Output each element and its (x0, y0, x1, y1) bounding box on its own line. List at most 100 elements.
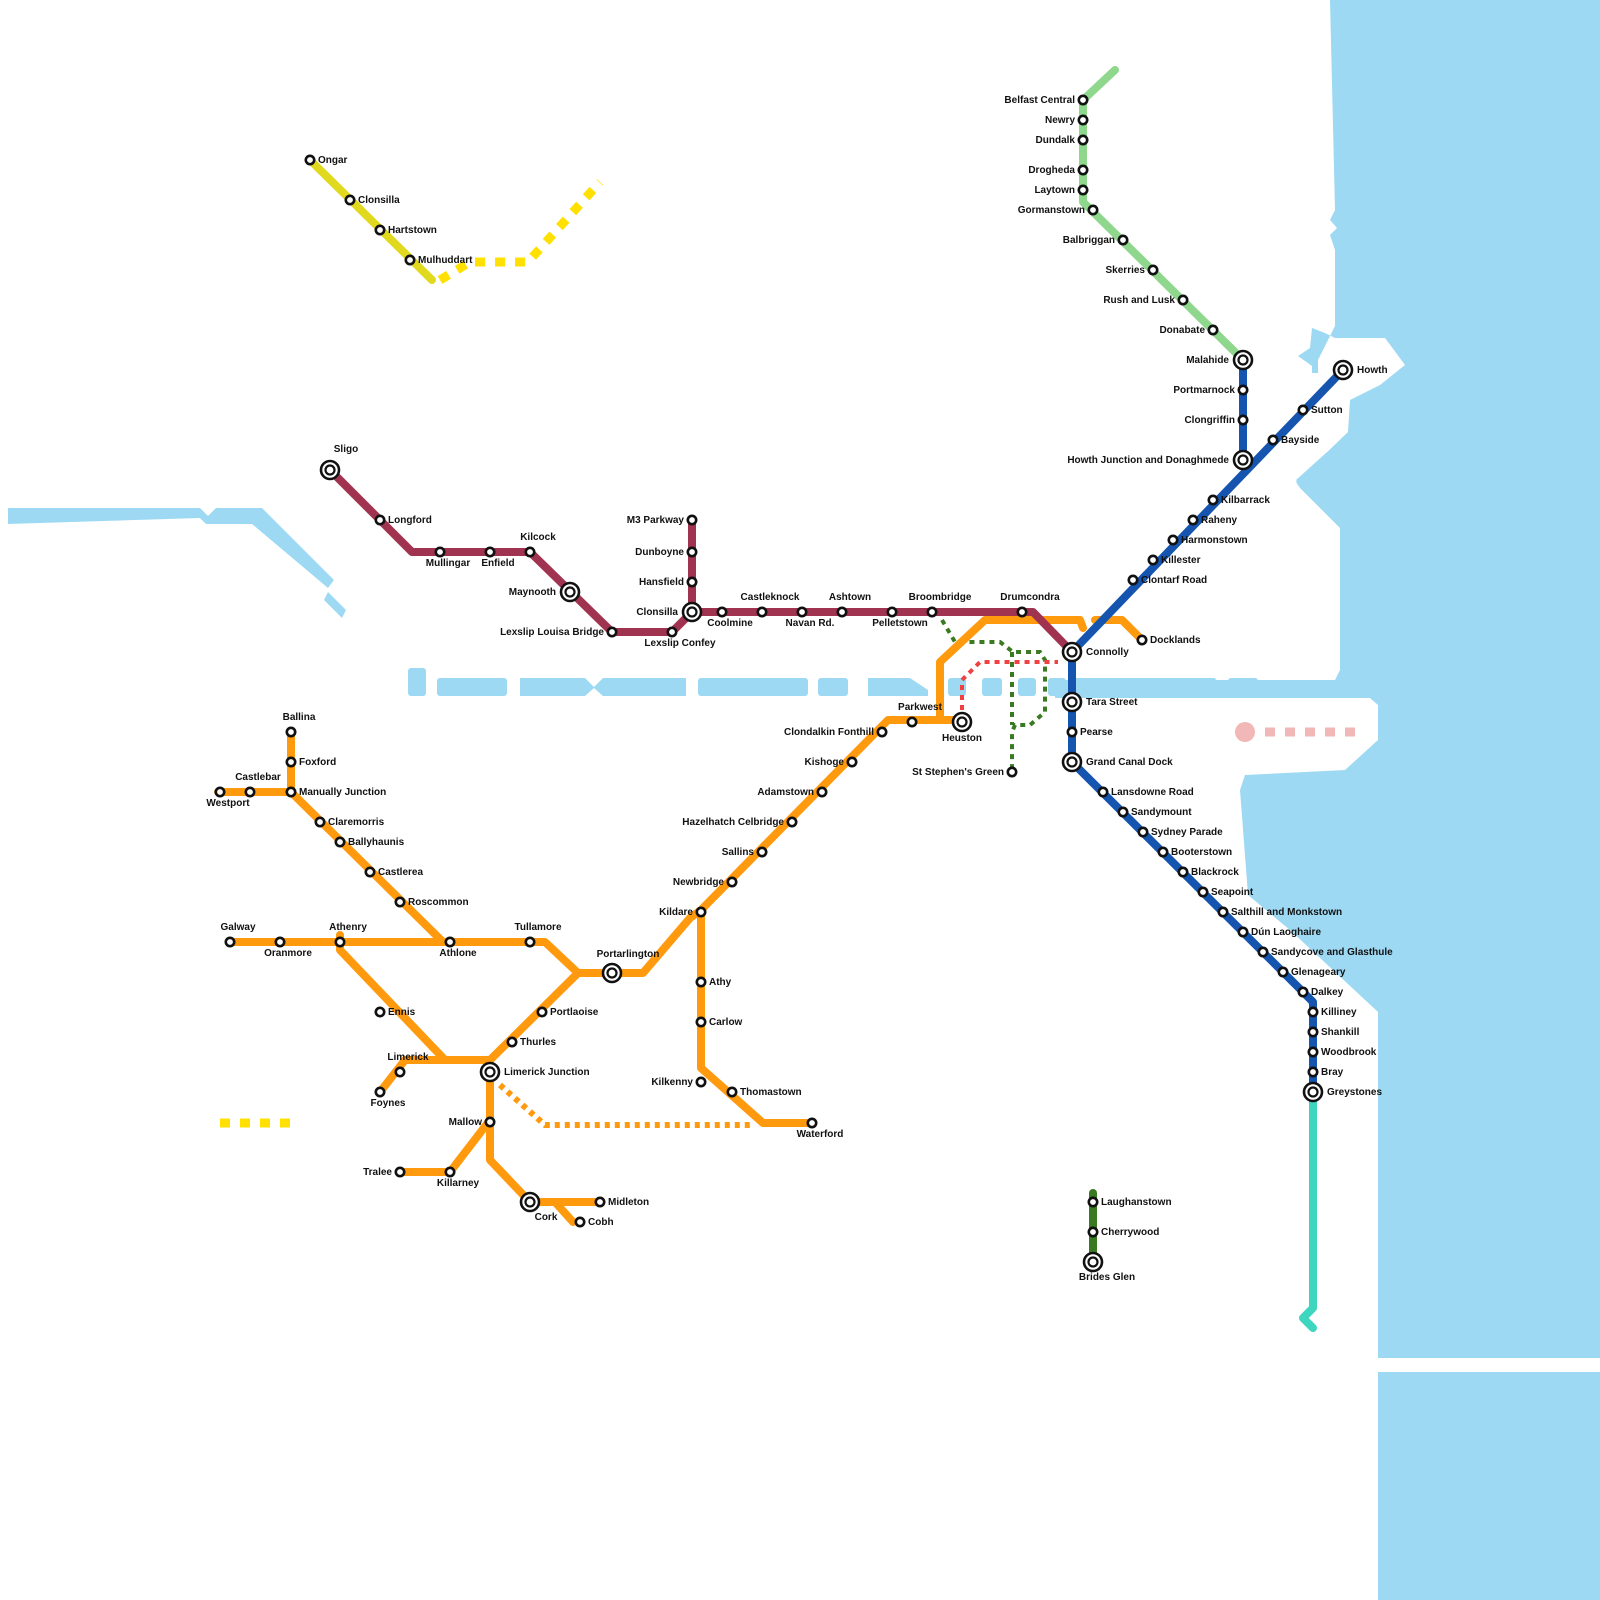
station-leixlip-confey[interactable] (666, 626, 678, 638)
station-dundalk[interactable] (1077, 134, 1089, 146)
station-tralee[interactable] (394, 1166, 406, 1178)
station-adamstown[interactable] (816, 786, 828, 798)
station-ballina[interactable] (285, 726, 297, 738)
station-roscommon[interactable] (394, 896, 406, 908)
station-athenry[interactable] (334, 936, 346, 948)
station-clondalkin[interactable] (876, 726, 888, 738)
station-coolmine[interactable] (716, 606, 728, 618)
station-hartstown[interactable] (374, 224, 386, 236)
liffey-12 (1228, 678, 1258, 696)
station-foxford[interactable] (285, 756, 297, 768)
station-skerries[interactable] (1147, 264, 1159, 276)
station-newry[interactable] (1077, 114, 1089, 126)
station-st-stephens[interactable] (1006, 766, 1018, 778)
station-sallins[interactable] (756, 846, 768, 858)
station-m3[interactable] (686, 514, 698, 526)
station-dun-laoghaire[interactable] (1237, 926, 1249, 938)
station-docklands[interactable] (1136, 634, 1148, 646)
station-dunboyne[interactable] (686, 546, 698, 558)
station-ashtown[interactable] (836, 606, 848, 618)
station-portmarnock[interactable] (1237, 384, 1249, 396)
station-clontarf[interactable] (1127, 574, 1139, 586)
station-drogheda[interactable] (1077, 164, 1089, 176)
station-thomastown[interactable] (726, 1086, 738, 1098)
station-woodbrook[interactable] (1307, 1046, 1319, 1058)
station-label-greystones: Greystones (1327, 1087, 1382, 1098)
station-killester[interactable] (1147, 554, 1159, 566)
station-seapoint[interactable] (1197, 886, 1209, 898)
station-waterford[interactable] (806, 1117, 818, 1129)
station-castleknock[interactable] (756, 606, 768, 618)
station-sydney[interactable] (1137, 826, 1149, 838)
station-clongriffin[interactable] (1237, 414, 1249, 426)
station-longford[interactable] (374, 514, 386, 526)
station-donabate[interactable] (1207, 324, 1219, 336)
station-westport[interactable] (214, 786, 226, 798)
station-killiney[interactable] (1307, 1006, 1319, 1018)
station-kilcock[interactable] (524, 546, 536, 558)
station-hazelhatch[interactable] (786, 816, 798, 828)
station-navan[interactable] (796, 606, 808, 618)
station-sandycove[interactable] (1257, 946, 1269, 958)
station-ballyhaunis[interactable] (334, 836, 346, 848)
station-belfast[interactable] (1077, 94, 1089, 106)
station-thurles[interactable] (506, 1036, 518, 1048)
station-limerick[interactable] (394, 1066, 406, 1078)
station-ennis[interactable] (374, 1006, 386, 1018)
station-balbriggan[interactable] (1117, 234, 1129, 246)
station-hansfield[interactable] (686, 576, 698, 588)
station-mullingar[interactable] (434, 546, 446, 558)
station-mulhuddart[interactable] (404, 254, 416, 266)
station-pelletstown[interactable] (886, 606, 898, 618)
station-parkwest[interactable] (906, 716, 918, 728)
station-lansdowne[interactable] (1097, 786, 1109, 798)
station-sutton[interactable] (1297, 404, 1309, 416)
station-bray[interactable] (1307, 1066, 1319, 1078)
station-carlow[interactable] (695, 1016, 707, 1028)
station-drumcondra[interactable] (1016, 606, 1028, 618)
station-kildare[interactable] (695, 906, 707, 918)
station-clonsilla-y[interactable] (344, 194, 356, 206)
station-castlerea[interactable] (364, 866, 376, 878)
station-glenageary[interactable] (1277, 966, 1289, 978)
station-killarney[interactable] (444, 1166, 456, 1178)
station-gormanstown[interactable] (1087, 204, 1099, 216)
station-laytown[interactable] (1077, 184, 1089, 196)
station-foynes[interactable] (374, 1086, 386, 1098)
station-oranmore[interactable] (274, 936, 286, 948)
station-booterstown[interactable] (1157, 846, 1169, 858)
station-newbridge[interactable] (726, 876, 738, 888)
station-salthill[interactable] (1217, 906, 1229, 918)
station-bayside[interactable] (1267, 434, 1279, 446)
station-kishoge[interactable] (846, 756, 858, 768)
station-enfield[interactable] (484, 546, 496, 558)
station-kilbarrack[interactable] (1207, 494, 1219, 506)
station-laughanstown[interactable] (1087, 1196, 1099, 1208)
station-harmonstown[interactable] (1167, 534, 1179, 546)
station-cherrywood[interactable] (1087, 1226, 1099, 1238)
station-ongar[interactable] (304, 154, 316, 166)
station-cobh[interactable] (574, 1216, 586, 1228)
station-tullamore[interactable] (524, 936, 536, 948)
station-sandymount[interactable] (1117, 806, 1129, 818)
station-kilkenny[interactable] (695, 1076, 707, 1088)
station-leixlip-louisa[interactable] (606, 626, 618, 638)
station-athlone[interactable] (444, 936, 456, 948)
station-mallow[interactable] (484, 1116, 496, 1128)
station-midleton[interactable] (594, 1196, 606, 1208)
station-claremorris[interactable] (314, 816, 326, 828)
station-portlaoise[interactable] (536, 1006, 548, 1018)
river-west-2 (324, 592, 346, 618)
station-broombridge[interactable] (926, 606, 938, 618)
station-athy[interactable] (695, 976, 707, 988)
station-label-waterford: Waterford (797, 1129, 844, 1140)
station-shankill[interactable] (1307, 1026, 1319, 1038)
station-blackrock[interactable] (1177, 866, 1189, 878)
station-galway[interactable] (224, 936, 236, 948)
station-manulla[interactable] (285, 786, 297, 798)
station-raheny[interactable] (1187, 514, 1199, 526)
station-castlebar[interactable] (244, 786, 256, 798)
station-rush[interactable] (1177, 294, 1189, 306)
station-dalkey[interactable] (1297, 986, 1309, 998)
station-pearse[interactable] (1066, 726, 1078, 738)
